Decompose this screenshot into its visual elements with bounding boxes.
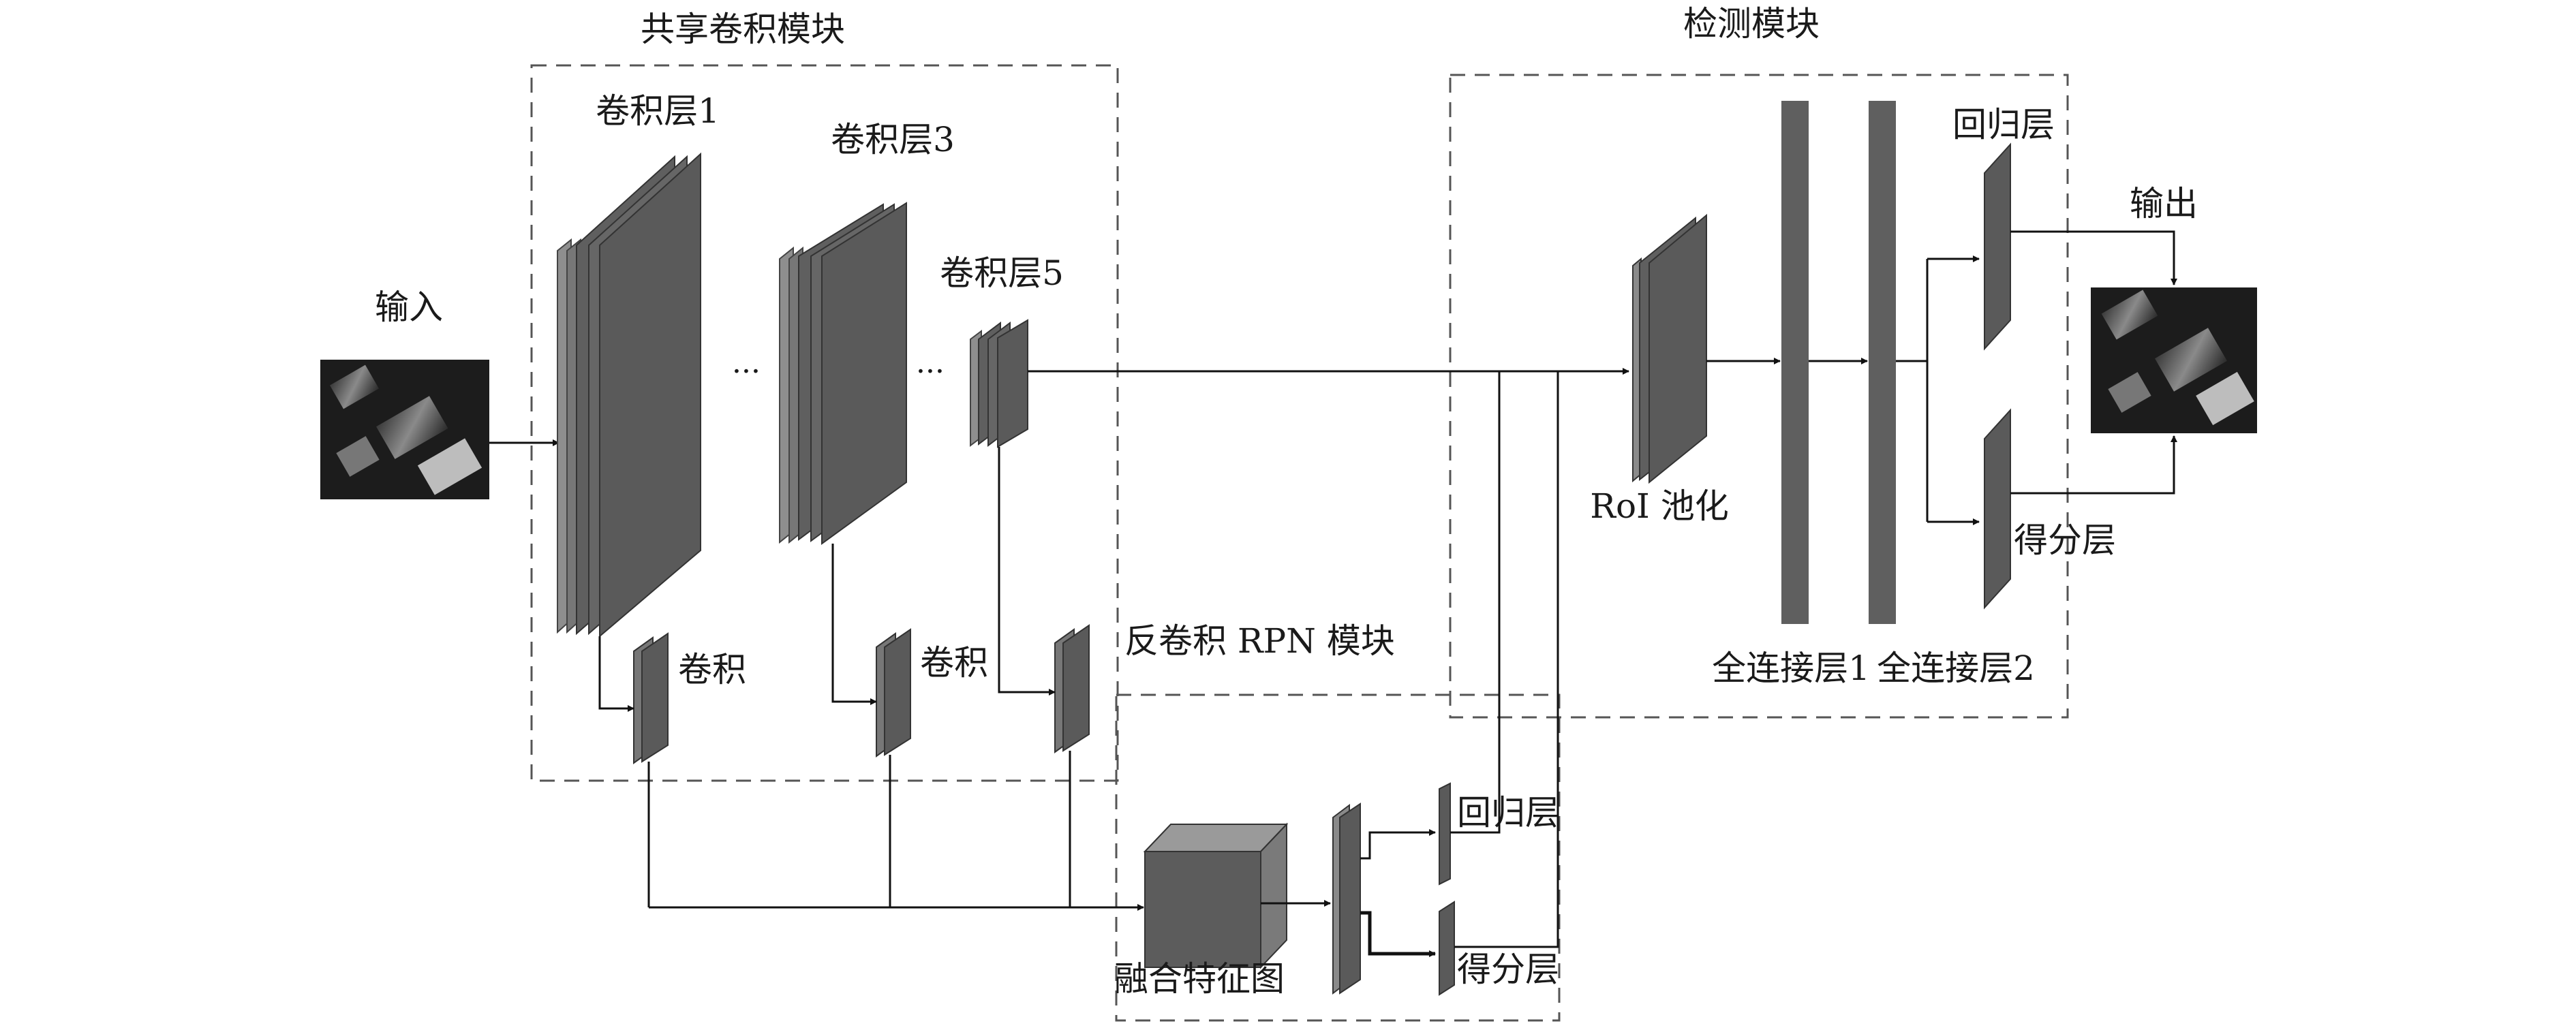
shared-conv-module-title: 共享卷积模块 (641, 10, 845, 49)
detection-regression-slab (1984, 142, 2011, 351)
branch-conv-slab-3 (1054, 624, 1090, 753)
branch-conv-slab-1 (633, 632, 669, 764)
detection-module-box (1449, 74, 2069, 719)
deconv-rpn-module-title: 反卷积 RPN 模块 (1124, 621, 1395, 661)
rpn-score-label: 得分层 (1457, 950, 1559, 989)
ellipsis-1: ··· (732, 354, 761, 389)
conv-layer-5-stack (970, 319, 1028, 448)
ellipsis-2: ··· (916, 354, 945, 389)
fused-feature-map-label: 融合特征图 (1114, 959, 1285, 999)
detection-score-label: 得分层 (2014, 520, 2116, 560)
deconv-rpn-module-box (1115, 693, 1561, 1022)
detection-module-title: 检测模块 (1683, 4, 1820, 44)
conv-layer-5-label: 卷积层5 (940, 253, 1064, 293)
branch-conv-slab-2 (876, 628, 911, 758)
output-image (2091, 287, 2257, 433)
connector-conv1-to-branch1 (598, 636, 634, 712)
fc-layer-1-label: 全连接层1 (1712, 649, 1870, 688)
rpn-score-slab (1439, 901, 1455, 996)
rpn-conv-slab (1332, 802, 1361, 995)
connector-rpn-to-regression (1360, 829, 1436, 860)
input-image (320, 360, 489, 499)
fused-feature-map-cube (1143, 822, 1289, 969)
branch-conv-label-2: 卷积 (920, 643, 988, 683)
connector-rpn-regression-up (1450, 371, 1501, 834)
detection-regression-label: 回归层 (1952, 105, 2055, 144)
conv-layer-1-label: 卷积层1 (596, 91, 720, 131)
branch-conv-label-1: 卷积 (678, 650, 746, 689)
conv-layer-3-stack (779, 202, 907, 545)
fc-layer-2-bar (1869, 101, 1896, 624)
shared-conv-module-box (530, 64, 1119, 782)
roi-pooling-stack (1632, 213, 1707, 484)
connector-rpn-to-score (1360, 911, 1436, 957)
connector-conv5-to-branch3 (998, 447, 1056, 696)
fc-layer-2-label: 全连接层2 (1877, 649, 2035, 688)
roi-pooling-label: RoI 池化 (1590, 486, 1728, 526)
conv-layer-3-label: 卷积层3 (831, 120, 955, 159)
fc-layer-1-bar (1781, 101, 1809, 624)
conv-layer-1-stack (557, 152, 701, 638)
connector-regression-to-output (2010, 230, 2177, 285)
input-label: 输入 (375, 287, 443, 327)
rpn-regression-label: 回归层 (1457, 793, 1559, 832)
detection-score-slab (1984, 408, 2011, 610)
connector-score-to-output (2010, 435, 2177, 495)
connector-rpn-score-up (1454, 371, 1559, 948)
output-label: 输出 (2130, 184, 2198, 223)
rpn-regression-slab (1439, 782, 1451, 886)
connector-conv3-to-branch2 (831, 544, 877, 705)
